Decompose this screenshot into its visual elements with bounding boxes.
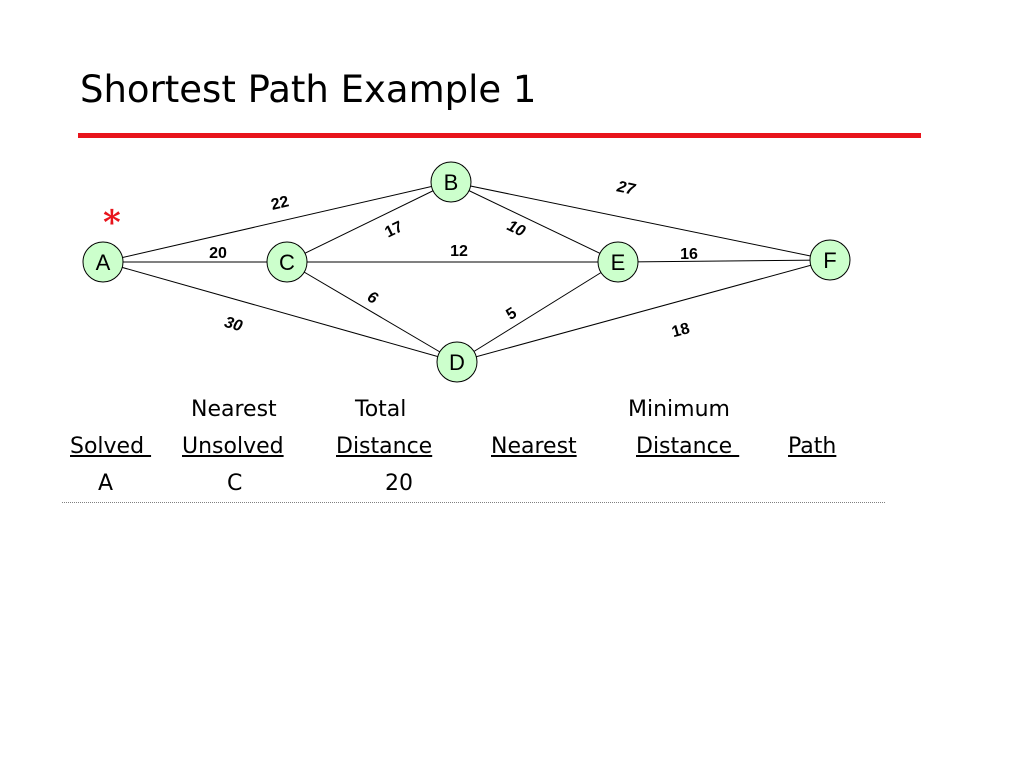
- node-d-label: D: [449, 350, 465, 375]
- header-minimum-top: Minimum: [628, 397, 730, 422]
- node-a-label: A: [96, 250, 111, 275]
- node-e: E: [597, 241, 639, 283]
- header-unsolved: Unsolved: [182, 434, 284, 459]
- edges: [102, 181, 831, 363]
- weight-c-b: 17: [382, 218, 406, 241]
- node-a-circle: [82, 241, 124, 283]
- node-d-circle: [436, 341, 478, 383]
- edge-c-b: [286, 181, 452, 263]
- node-b: B: [430, 161, 472, 203]
- node-e-label: E: [611, 250, 626, 275]
- dijkstra-table: Nearest Total Minimum Solved Unsolved Di…: [70, 397, 837, 496]
- edge-a-b: [102, 181, 452, 263]
- node-c: C: [266, 241, 308, 283]
- network-graph: 22 20 30 17 12 6 10 27 5 16 18 A B C D E: [82, 161, 851, 383]
- edge-b-e: [450, 181, 619, 263]
- weight-c-e: 12: [450, 243, 468, 260]
- header-distance: Distance: [336, 434, 433, 459]
- node-c-circle: [266, 241, 308, 283]
- edge-c-d: [286, 261, 458, 363]
- node-b-label: B: [444, 170, 459, 195]
- node-f-circle: [809, 239, 851, 281]
- node-b-circle: [430, 161, 472, 203]
- node-d: D: [436, 341, 478, 383]
- node-a: A: [82, 241, 124, 283]
- edge-d-f: [456, 259, 831, 363]
- header-min-distance: Distance: [636, 434, 740, 459]
- weight-a-b: 22: [269, 193, 290, 214]
- nodes: A B C D E F: [82, 161, 851, 383]
- title-underline-rule: [78, 133, 921, 138]
- weight-b-e: 10: [504, 217, 528, 240]
- header-path: Path: [788, 434, 837, 459]
- edge-b-f: [450, 181, 831, 261]
- slide-title: Shortest Path Example 1: [80, 68, 537, 111]
- start-marker-asterisk: *: [103, 203, 121, 243]
- edge-a-d: [102, 261, 458, 363]
- weight-d-f: 18: [670, 320, 692, 341]
- header-total-top: Total: [355, 397, 407, 422]
- edge-d-e: [456, 261, 619, 363]
- header-nearest-top: Nearest: [191, 397, 277, 422]
- header-nearest: Nearest: [491, 434, 577, 459]
- weight-b-f: 27: [614, 178, 637, 199]
- row-solved-cell: A: [98, 471, 114, 496]
- edge-e-f: [617, 259, 831, 263]
- weight-e-f: 16: [680, 246, 698, 263]
- table-row-divider: [62, 502, 885, 503]
- node-f-label: F: [823, 248, 836, 273]
- weight-a-d: 30: [222, 314, 244, 335]
- node-f: F: [809, 239, 851, 281]
- row-unsolved-cell: C: [227, 471, 243, 496]
- header-solved: Solved: [70, 434, 152, 459]
- node-e-circle: [597, 241, 639, 283]
- row-distance-cell: 20: [385, 471, 413, 496]
- node-c-label: C: [279, 250, 295, 275]
- weight-a-c: 20: [209, 245, 227, 262]
